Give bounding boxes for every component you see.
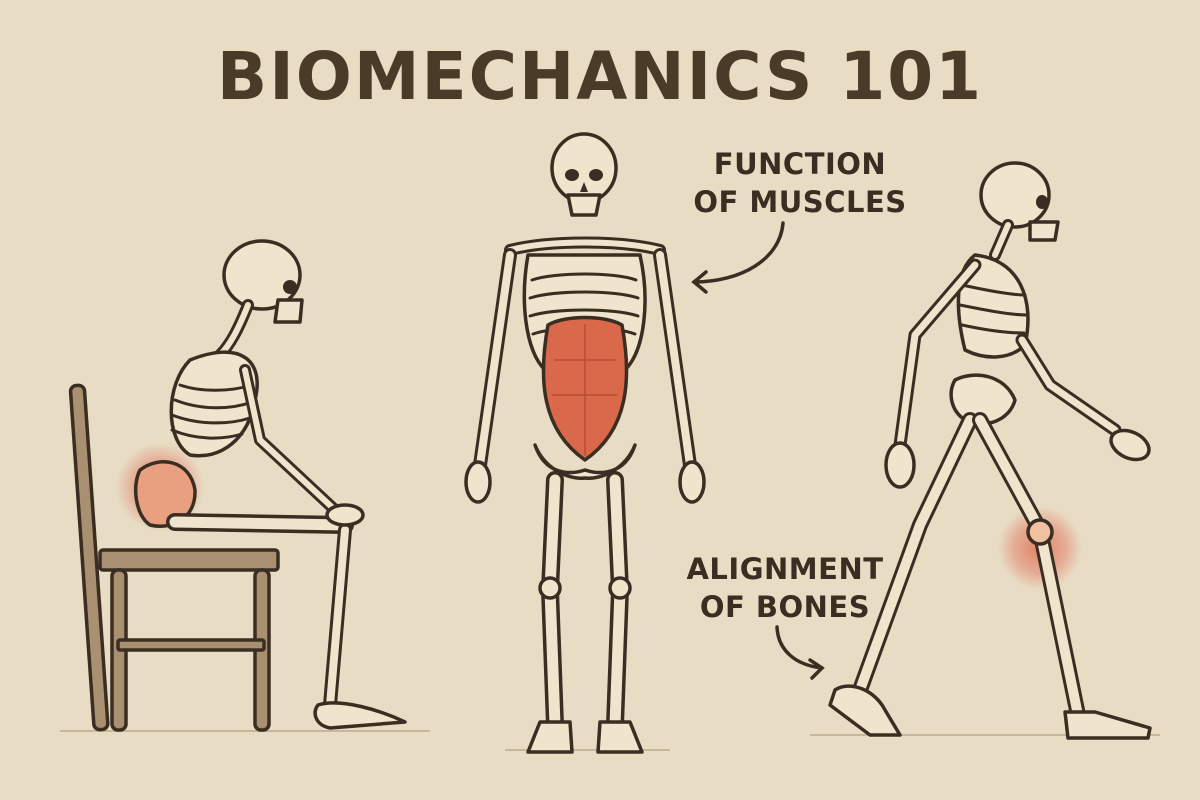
hand-right [678,460,706,504]
arrow-icon-muscles [691,221,785,294]
hand-left [464,460,492,504]
label-line: ALIGNMENT [686,552,884,586]
arrow-icon-bones [775,625,825,680]
standing-figure [464,132,706,754]
label-line: OF MUSCLES [693,185,907,219]
skull-icon [550,132,618,217]
label-line: FUNCTION [713,147,887,181]
label-alignment-of-bones: ALIGNMENT OF BONES [670,550,900,626]
label-function-of-muscles: FUNCTION OF MUSCLES [690,145,910,221]
skull-icon [979,161,1060,242]
skull-icon [222,239,304,324]
walking-figure [828,161,1152,740]
seated-figure [68,239,407,732]
label-line: OF BONES [699,590,871,624]
page-title: BIOMECHANICS 101 [216,38,984,115]
chair-icon [68,383,280,732]
